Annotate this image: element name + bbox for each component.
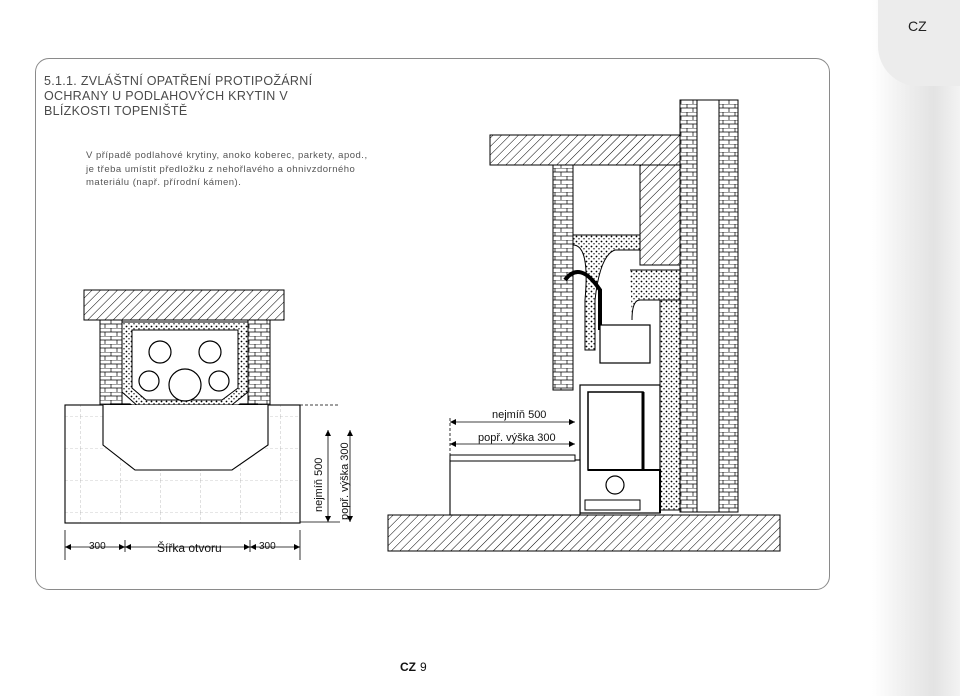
section-heading: 5.1.1. ZVLÁŠTNÍ OPATŘENÍ PROTIPOŽÁRNÍ OC… xyxy=(44,74,344,119)
plan-view xyxy=(64,289,353,560)
page-number: 9 xyxy=(420,660,427,674)
section-number: 5.1.1. xyxy=(44,74,78,88)
dimension-300-left: 300 xyxy=(89,541,106,552)
section-paragraph: V případě podlahové krytiny, anoko kober… xyxy=(86,150,368,188)
section-view xyxy=(387,99,781,552)
dimension-min-500-horizontal: nejmíň 500 xyxy=(492,409,547,421)
dimension-approx-300-vertical: popř. výška 300 xyxy=(339,442,351,520)
page-footer: CZ 9 xyxy=(400,660,427,674)
page-edge-decoration xyxy=(872,0,960,696)
dimension-300-right: 300 xyxy=(259,541,276,552)
language-tab: CZ xyxy=(908,18,927,34)
opening-width-label: Šířka otvoru xyxy=(157,541,222,555)
footer-language: CZ xyxy=(400,660,416,674)
language-tab-background xyxy=(878,0,960,86)
dimension-min-500-vertical: nejmíň 500 xyxy=(313,457,325,512)
dimension-approx-300-horizontal: popř. výška 300 xyxy=(478,432,556,444)
section-title: ZVLÁŠTNÍ OPATŘENÍ PROTIPOŽÁRNÍ OCHRANY U… xyxy=(44,74,313,118)
